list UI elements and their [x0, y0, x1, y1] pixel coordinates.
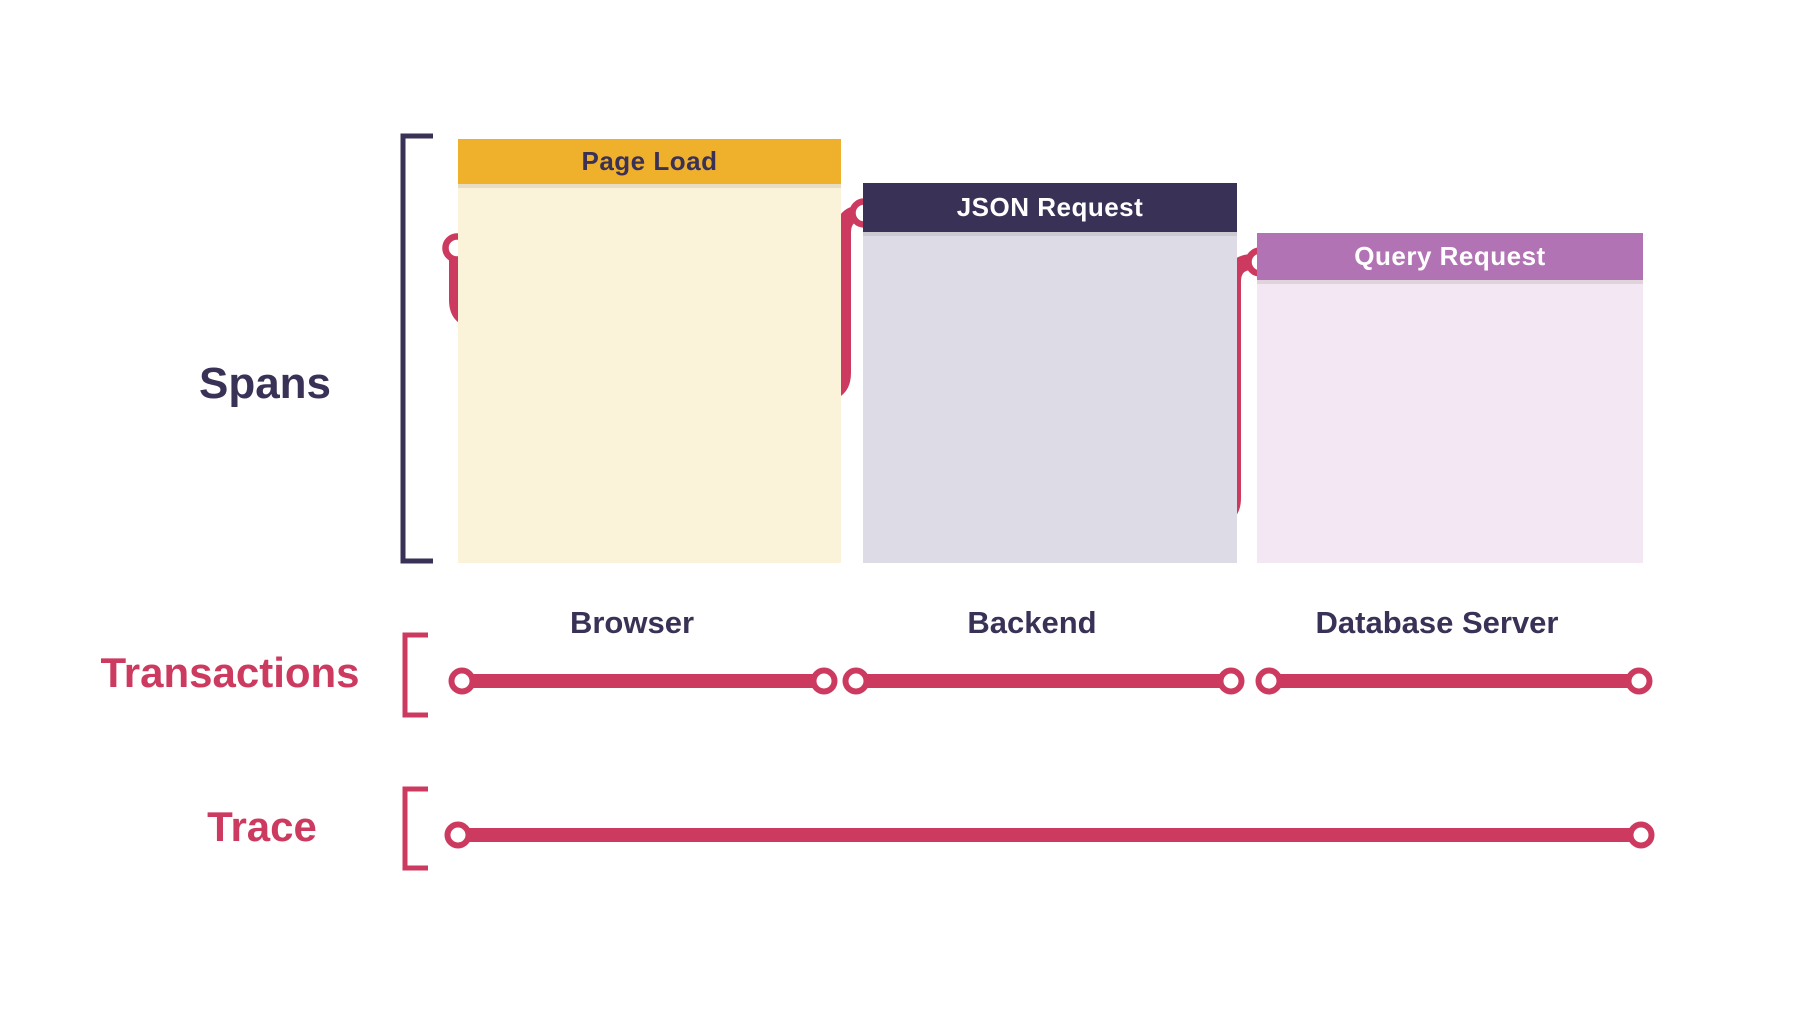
- trace-label: Trace: [207, 803, 317, 850]
- json-request-header: JSON Request: [863, 183, 1237, 232]
- browser-transaction-card: Page Load: [458, 139, 841, 563]
- transaction-node: [448, 667, 476, 695]
- json-request-title: JSON Request: [956, 192, 1144, 222]
- backend-service-label: Backend: [967, 605, 1097, 640]
- trace-node-end: [1627, 821, 1655, 849]
- transaction-node: [1625, 667, 1653, 695]
- transaction-node: [1217, 667, 1245, 695]
- query-request-title: Query Request: [1354, 241, 1546, 271]
- database-service-label: Database Server: [1315, 605, 1559, 640]
- spans-bracket: [400, 133, 433, 564]
- transaction-node: [842, 667, 870, 695]
- database-transaction-card: Query Request: [1257, 233, 1643, 563]
- page-load-header: Page Load: [458, 139, 841, 184]
- json-request-card-body: [863, 232, 1237, 563]
- backend-transaction-card: JSON Request: [863, 183, 1237, 563]
- transaction-node: [1255, 667, 1283, 695]
- transaction-node: [810, 667, 838, 695]
- browser-service-label: Browser: [569, 605, 695, 640]
- trace-node-start: [444, 821, 472, 849]
- query-request-header: Query Request: [1257, 233, 1643, 280]
- query-request-card-body: [1257, 280, 1643, 563]
- page-load-card-body: [458, 184, 841, 563]
- page-load-title: Page Load: [581, 146, 718, 176]
- transactions-label: Transactions: [100, 649, 360, 696]
- transactions-bracket: [402, 632, 428, 718]
- spans-label: Spans: [198, 359, 332, 408]
